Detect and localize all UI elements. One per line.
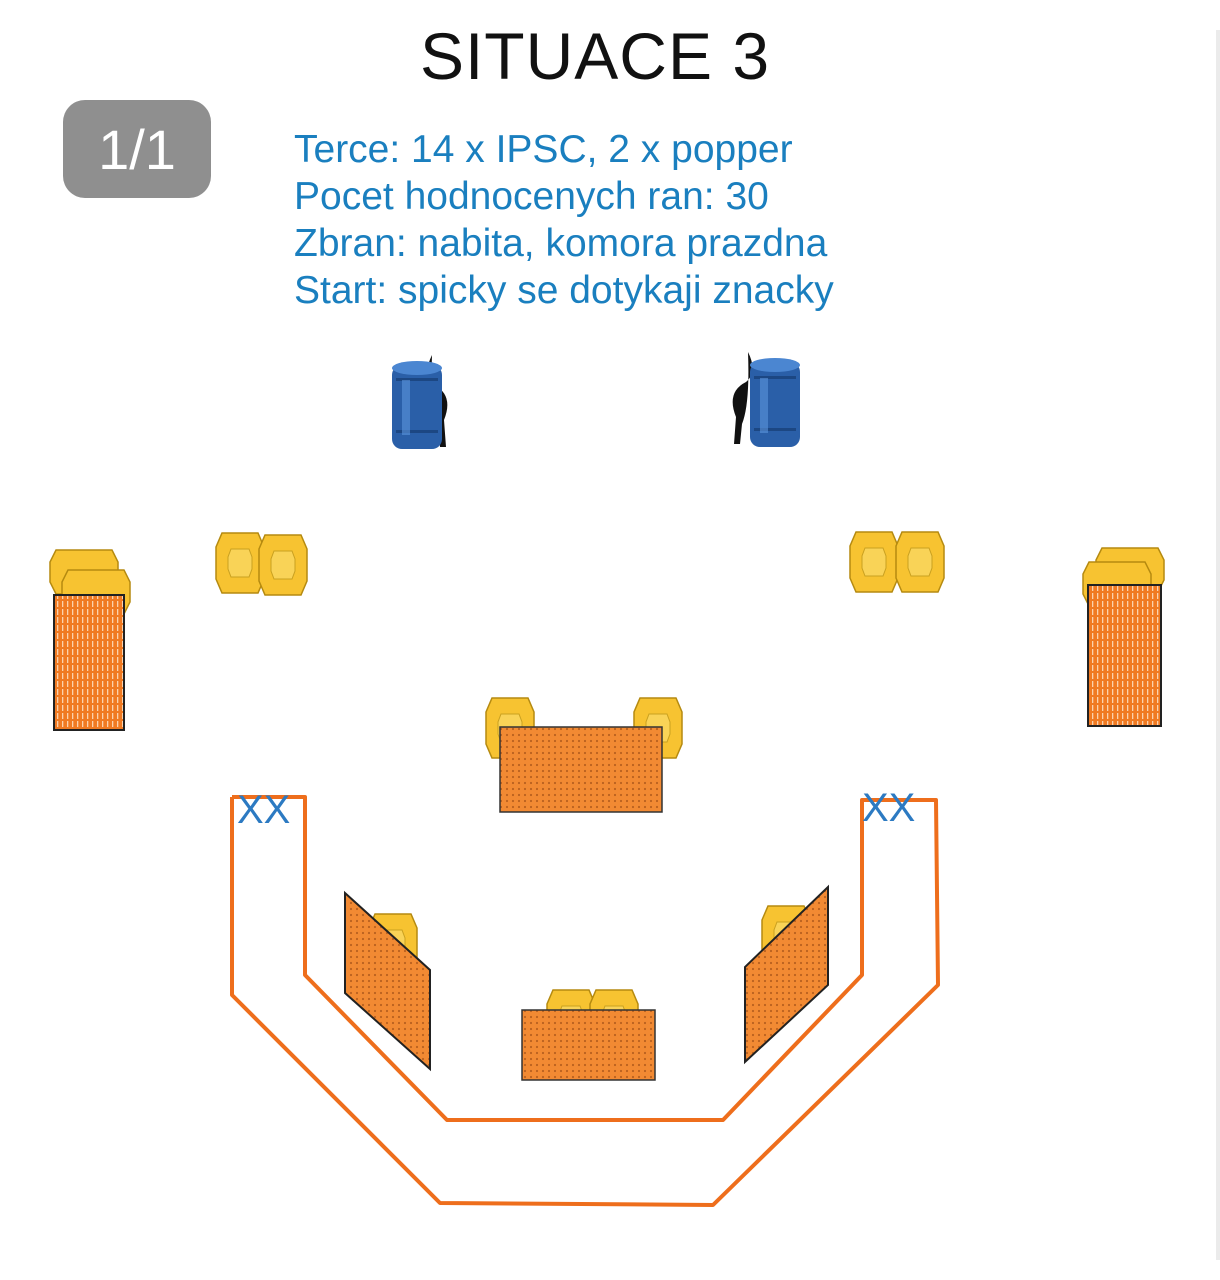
briefing-start: Start: spicky se dotykaji znacky — [294, 269, 834, 312]
start-mark-right: XX — [862, 786, 915, 830]
target-pair-upper-left — [215, 532, 308, 596]
wall-center-bottom — [521, 989, 656, 1081]
wall-angled-right — [744, 884, 829, 1065]
stage-title: SITUACE 3 — [419, 19, 771, 93]
scrollbar[interactable] — [1216, 30, 1220, 1260]
stage-briefing: Terce: 14 x IPSC, 2 x popper Pocet hodno… — [294, 126, 834, 314]
barrel-left — [392, 355, 448, 449]
shooting-area-boundary — [230, 795, 940, 1207]
wall-right — [1082, 547, 1165, 727]
briefing-scored-hits: Pocet hodnocenych ran: 30 — [294, 175, 769, 218]
barrel-right — [732, 352, 800, 447]
wall-center-top — [485, 697, 683, 813]
target-pair-upper-right — [849, 531, 945, 593]
briefing-weapon: Zbran: nabita, komora prazdna — [294, 222, 828, 265]
start-mark-left: XX — [237, 788, 290, 832]
wall-left — [49, 549, 131, 731]
page-indicator-badge[interactable]: 1/1 — [63, 100, 211, 198]
wall-angled-left — [344, 890, 431, 1072]
briefing-targets: Terce: 14 x IPSC, 2 x popper — [294, 128, 793, 171]
